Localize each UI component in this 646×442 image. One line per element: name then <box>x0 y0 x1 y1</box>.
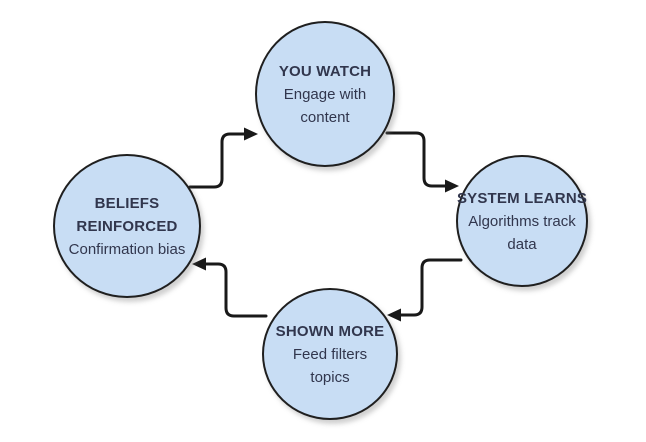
node-system-learns-title: SYSTEM LEARNS <box>456 189 588 207</box>
arrow-systemlearns-to-shownmore <box>398 258 463 317</box>
node-system-learns: SYSTEM LEARNS Algorithms track data <box>456 155 588 287</box>
node-shown-more-body-line: topics <box>310 368 350 386</box>
node-beliefs-body-line: Confirmation bias <box>68 240 186 258</box>
arrowhead-to-beliefs <box>192 257 206 271</box>
node-you-watch-body-line: Engage with <box>283 85 367 103</box>
node-beliefs-reinforced: BELIEFS REINFORCED Confirmation bias <box>53 154 201 298</box>
arrow-beliefs-to-youwatch <box>188 132 247 189</box>
node-you-watch-body-line: content <box>300 108 350 126</box>
node-beliefs-title-line: BELIEFS <box>94 194 160 212</box>
node-shown-more: SHOWN MORE Feed filters topics <box>262 288 398 420</box>
node-shown-more-body-line: Feed filters <box>292 345 368 363</box>
arrow-shownmore-to-beliefs <box>203 262 268 318</box>
node-system-learns-body-line: Algorithms track <box>468 212 576 230</box>
arrow-youwatch-to-systemlearns <box>385 131 448 188</box>
node-beliefs-title-line: REINFORCED <box>76 217 178 235</box>
arrowhead-to-shownmore <box>387 308 401 322</box>
node-shown-more-title: SHOWN MORE <box>275 322 385 340</box>
arrowhead-to-youwatch <box>244 127 258 141</box>
node-system-learns-body-line: data <box>507 235 537 253</box>
arrowhead-to-systemlearns <box>445 179 459 193</box>
node-you-watch-title: YOU WATCH <box>278 62 372 80</box>
node-you-watch: YOU WATCH Engage with content <box>255 21 395 167</box>
